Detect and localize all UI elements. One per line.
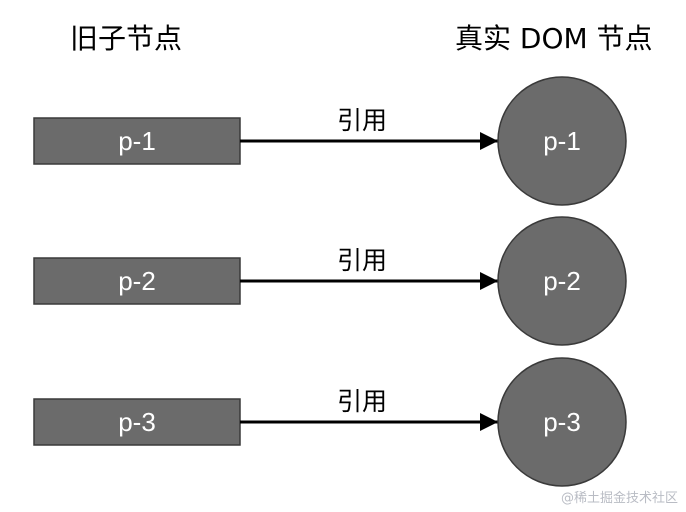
heading-real-dom: 真实 DOM 节点 <box>455 22 653 55</box>
reference-label: 引用 <box>337 106 387 135</box>
diagram-row: p-1 引用 p-1 <box>33 76 627 206</box>
reference-label: 引用 <box>337 387 387 416</box>
old-child-label: p-3 <box>118 407 156 437</box>
watermark: @稀土掘金技术社区 <box>560 491 678 506</box>
old-child-label: p-1 <box>118 126 156 156</box>
real-dom-label: p-1 <box>543 126 581 156</box>
old-child-node <box>33 257 241 305</box>
diagram-row: p-2 引用 p-2 <box>33 216 627 346</box>
real-dom-node <box>497 357 627 487</box>
diagram-row: p-3 引用 p-3 <box>33 357 627 487</box>
real-dom-label: p-2 <box>543 266 581 296</box>
rows-layer: p-1 引用 p-1 p-2 引用 p-2 p-3 引用 p-3 <box>33 76 627 487</box>
real-dom-node <box>497 76 627 206</box>
real-dom-label: p-3 <box>543 407 581 437</box>
reference-label: 引用 <box>337 246 387 275</box>
real-dom-node <box>497 216 627 346</box>
old-child-node <box>33 117 241 165</box>
old-child-label: p-2 <box>118 266 156 296</box>
heading-old-children: 旧子节点 <box>70 22 182 55</box>
